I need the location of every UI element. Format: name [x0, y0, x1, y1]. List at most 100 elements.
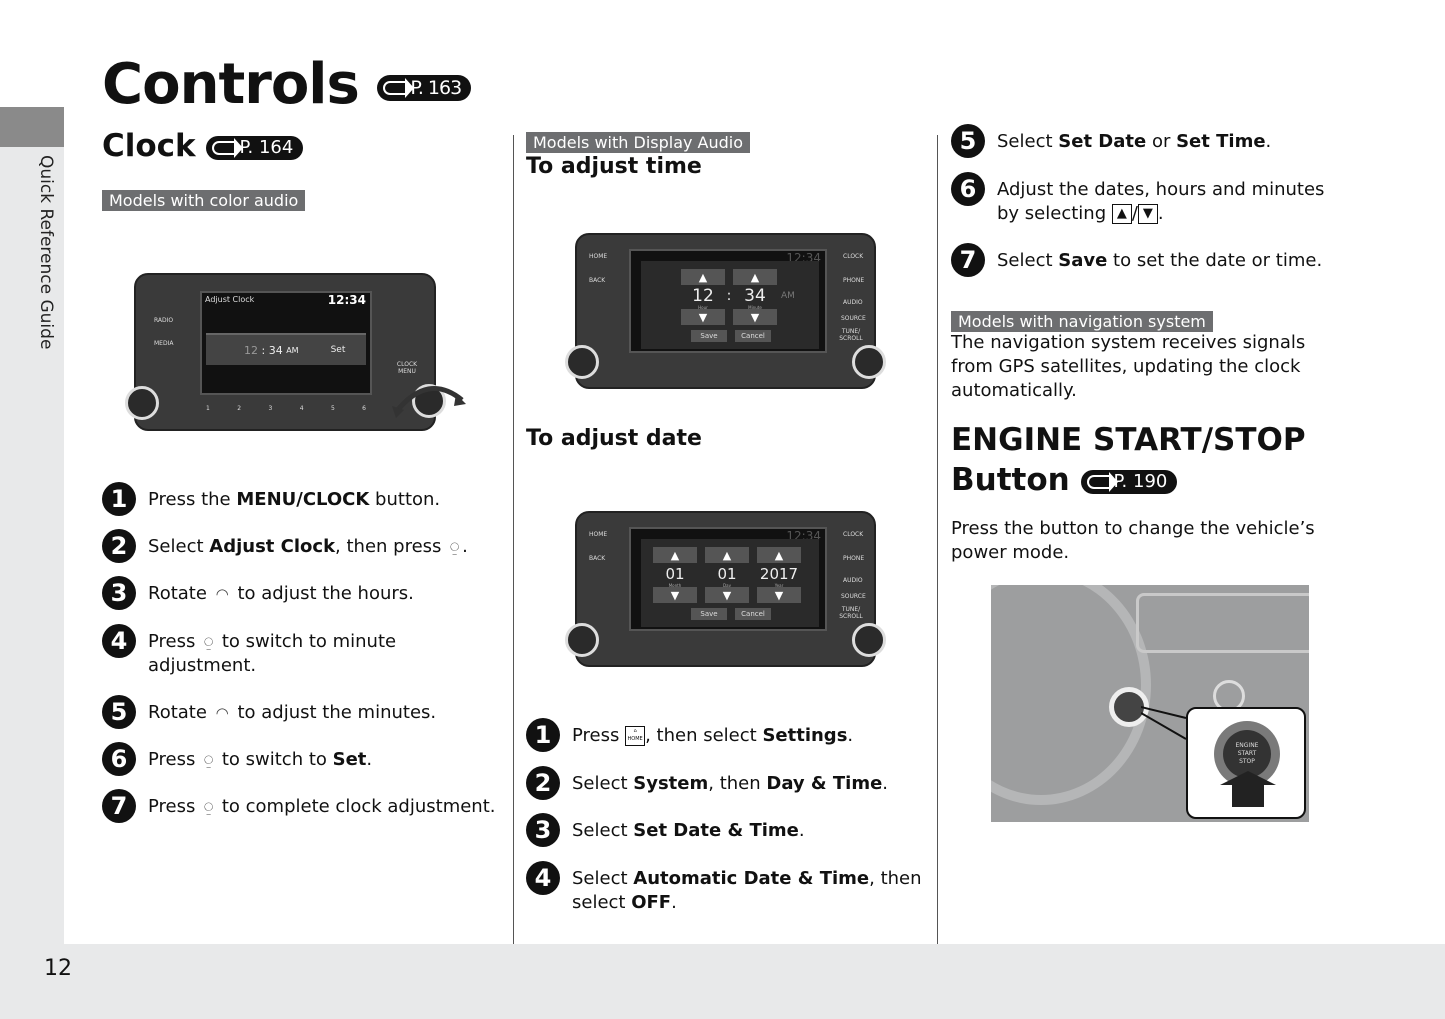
back-button[interactable]: BACK — [589, 555, 606, 562]
sidebar-label: Quick Reference Guide — [36, 155, 56, 350]
button-text: ENGINE — [1235, 742, 1259, 749]
minute-label: Minute — [748, 305, 762, 310]
save-button[interactable]: Save — [691, 608, 727, 620]
radio-button[interactable]: RADIO — [154, 317, 174, 324]
page-ref-link[interactable]: P. 163 — [377, 74, 472, 101]
step-text: Select Adjust Clock, then press ⍜. — [148, 536, 468, 557]
minute-down-button[interactable]: ▼ — [733, 309, 777, 325]
source-button[interactable]: SOURCE — [841, 315, 866, 322]
cancel-button[interactable]: Cancel — [735, 330, 771, 342]
month-down-button[interactable]: ▼ — [653, 587, 697, 603]
ref-label: P. 163 — [410, 76, 462, 99]
step-number: 6 — [102, 742, 136, 776]
step-text: Select Set Date & Time. — [572, 820, 805, 841]
step-number: 3 — [102, 576, 136, 610]
footer-band — [0, 944, 1445, 1019]
month-up-button[interactable]: ▲ — [653, 547, 697, 563]
step-number: 4 — [526, 861, 560, 895]
step-number: 4 — [102, 624, 136, 658]
save-button[interactable]: Save — [691, 330, 727, 342]
down-arrow-icon: ▼ — [1137, 204, 1158, 224]
phone-button[interactable]: PHONE — [843, 555, 865, 562]
step-number: 7 — [951, 243, 985, 277]
tune-scroll-label: TUNE/ SCROLL — [839, 606, 863, 620]
audio-button[interactable]: AUDIO — [843, 299, 863, 306]
tune-scroll-label: TUNE/ SCROLL — [839, 328, 863, 342]
volume-knob[interactable] — [565, 623, 599, 657]
hour-up-button[interactable]: ▲ — [681, 269, 725, 285]
page-number: 12 — [44, 956, 72, 981]
column-divider — [513, 135, 514, 944]
volume-knob[interactable] — [565, 345, 599, 379]
clock-heading-text: Clock — [102, 128, 196, 164]
step-number: 1 — [526, 718, 560, 752]
clock-button[interactable]: CLOCK — [843, 253, 864, 260]
step-text: Rotate ◠ to adjust the hours. — [148, 583, 414, 604]
adjust-date-heading: To adjust date — [526, 426, 702, 451]
press-arrow-icon — [1220, 771, 1276, 807]
back-button[interactable]: BACK — [589, 277, 606, 284]
step-number: 5 — [951, 124, 985, 158]
home-button[interactable]: HOME — [589, 253, 608, 260]
hour-value: 12 — [244, 343, 258, 357]
step-text: Rotate ◠ to adjust the minutes. — [148, 702, 437, 723]
minute-value: 34 — [268, 343, 283, 357]
media-button[interactable]: MEDIA — [154, 340, 174, 347]
engine-heading-line2: Button — [951, 462, 1070, 498]
preset-button[interactable]: 6 — [362, 405, 366, 412]
preset-button[interactable]: 5 — [330, 405, 335, 412]
preset-button[interactable]: 2 — [237, 405, 242, 412]
volume-knob[interactable] — [125, 386, 159, 420]
touch-screen: 12:34 ▲ ▲ ▲ 01 01 2017 Month Day Year ▼ … — [629, 527, 827, 631]
day-label: Day — [723, 583, 731, 588]
home-button[interactable]: HOME — [589, 531, 608, 538]
day-down-button[interactable]: ▼ — [705, 587, 749, 603]
cancel-button[interactable]: Cancel — [735, 608, 771, 620]
clock-menu-button[interactable]: CLOCK MENU — [396, 361, 418, 375]
arrow-icon — [1086, 471, 1118, 492]
button-text: START — [1237, 750, 1257, 757]
step-3: 3 Rotate ◠ to adjust the hours. — [102, 576, 502, 630]
phone-button[interactable]: PHONE — [843, 277, 865, 284]
clock-ref-link[interactable]: P. 164 — [206, 135, 304, 160]
model-tag-color-audio: Models with color audio — [102, 190, 306, 211]
model-tag-navigation: Models with navigation system — [951, 311, 1213, 332]
display-audio-unit-date: 12:34 ▲ ▲ ▲ 01 01 2017 Month Day Year ▼ … — [575, 511, 876, 667]
step-text: Press ⍜ to switch to minute adjustment. — [148, 631, 397, 676]
preset-button[interactable]: 3 — [268, 405, 273, 412]
sidebar — [0, 107, 64, 944]
arrow-icon — [383, 77, 415, 98]
month-label: Month — [668, 583, 682, 588]
year-up-button[interactable]: ▲ — [757, 547, 801, 563]
hour-value: 12 — [692, 286, 714, 306]
clock-button[interactable]: CLOCK — [843, 531, 864, 538]
year-down-button[interactable]: ▼ — [757, 587, 801, 603]
hour-down-button[interactable]: ▼ — [681, 309, 725, 325]
preset-buttons: 1 2 3 4 5 6 — [206, 405, 366, 412]
minute-up-button[interactable]: ▲ — [733, 269, 777, 285]
source-button[interactable]: SOURCE — [841, 593, 866, 600]
tune-knob[interactable] — [852, 623, 886, 657]
step-number: 1 — [102, 482, 136, 516]
navigation-text: The navigation system receives signals f… — [951, 332, 1306, 401]
step-text: Press ⍜ to complete clock adjustment. — [148, 796, 496, 817]
preset-button[interactable]: 4 — [299, 405, 304, 412]
engine-ref-link[interactable]: P. 190 — [1080, 469, 1178, 494]
engine-text: Press the button to change the vehicle’s… — [951, 518, 1315, 563]
button-text: STOP — [1239, 758, 1255, 765]
step-number: 5 — [102, 695, 136, 729]
preset-button[interactable]: 1 — [206, 405, 210, 412]
day-up-button[interactable]: ▲ — [705, 547, 749, 563]
audio-button[interactable]: AUDIO — [843, 577, 863, 584]
sidebar-tab[interactable] — [0, 107, 64, 147]
tune-knob[interactable] — [852, 345, 886, 379]
step-text: Select Save to set the date or time. — [997, 250, 1323, 271]
model-tag-display-audio: Models with Display Audio — [526, 132, 751, 153]
